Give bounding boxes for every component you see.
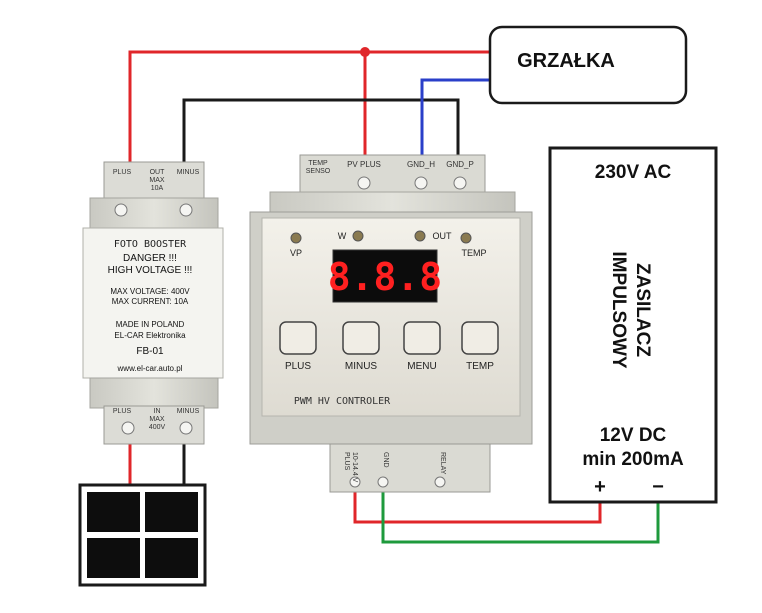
heater-label: GRZAŁKA bbox=[517, 50, 615, 72]
screw-icon bbox=[179, 421, 193, 435]
display-value: 8.8.8 bbox=[328, 255, 442, 299]
ctrl-top-terminal-gnd-p: GND_P bbox=[446, 160, 474, 169]
red-junction-dot bbox=[360, 47, 370, 57]
booster-maker: EL-CAR Elektronika bbox=[114, 331, 186, 340]
screw-icon bbox=[121, 421, 135, 435]
screw-icon bbox=[357, 176, 371, 190]
booster-bottom-terminal-minus: MINUS bbox=[177, 408, 200, 415]
supply-name-line2: IMPULSOWY bbox=[608, 251, 629, 368]
booster-max-current: MAX CURRENT: 10A bbox=[112, 297, 189, 306]
ctrl-bottom-terminal-gnd: GND bbox=[382, 452, 389, 468]
temp-button-label: TEMP bbox=[466, 361, 494, 372]
indicator-label-out: OUT bbox=[433, 231, 453, 241]
indicator-label-w: W bbox=[338, 231, 347, 241]
screw-icon bbox=[453, 176, 467, 190]
screw-icon bbox=[434, 476, 446, 488]
indicator-label-vp: VP bbox=[290, 248, 302, 258]
indicator-led bbox=[414, 230, 426, 242]
supply-input-label: 230V AC bbox=[595, 162, 672, 183]
controller-name: PWM HV CONTROLER bbox=[294, 396, 391, 407]
solar-cell bbox=[87, 492, 140, 532]
ctrl-bottom-terminal-supply: 10-14.4 VPLUS bbox=[343, 452, 358, 483]
booster-model: FB-01 bbox=[136, 346, 164, 357]
booster-warning1: DANGER !!! bbox=[123, 253, 177, 264]
booster-url: www.el-car.auto.pl bbox=[117, 364, 183, 373]
red-wire-top bbox=[128, 50, 490, 170]
plus-button bbox=[279, 321, 317, 355]
heater-box: GRZAŁKA bbox=[488, 25, 688, 105]
solar-cell bbox=[87, 538, 140, 578]
booster-warning2: HIGH VOLTAGE !!! bbox=[108, 265, 193, 276]
screw-icon bbox=[179, 203, 193, 217]
screw-icon bbox=[114, 203, 128, 217]
temp-button bbox=[461, 321, 499, 355]
indicator-led bbox=[352, 230, 364, 242]
supply-output-line1: 12V DC bbox=[600, 425, 667, 446]
booster-bottom-terminal-plus: PLUS bbox=[113, 408, 132, 415]
wires bbox=[128, 47, 660, 544]
indicator-label-temp: TEMP bbox=[461, 248, 486, 258]
seven-seg-display bbox=[332, 249, 438, 303]
minus-button-label: MINUS bbox=[345, 361, 378, 372]
booster-top-terminal-minus: MINUS bbox=[177, 169, 200, 176]
supply-output-line2: min 200mA bbox=[582, 449, 684, 470]
solar-panel bbox=[78, 483, 207, 587]
screw-icon bbox=[414, 176, 428, 190]
red-wire-supply bbox=[353, 490, 602, 524]
indicator-led bbox=[290, 232, 302, 244]
booster-title: FOTO BOOSTER bbox=[114, 239, 187, 250]
ctrl-bottom-terminal-relay: RELAY bbox=[439, 452, 446, 475]
supply-plus-label: + bbox=[594, 476, 606, 498]
solar-cell bbox=[145, 538, 198, 578]
booster-max-voltage: MAX VOLTAGE: 400V bbox=[110, 287, 190, 296]
menu-button-label: MENU bbox=[407, 361, 436, 372]
indicator-led bbox=[460, 232, 472, 244]
blue-wire bbox=[420, 78, 490, 160]
ctrl-top-terminal-gnd-h: GND_H bbox=[407, 160, 435, 169]
minus-button bbox=[342, 321, 380, 355]
solar-cell bbox=[145, 492, 198, 532]
booster-top-terminal-plus: PLUS bbox=[113, 169, 132, 176]
screw-icon bbox=[377, 476, 389, 488]
supply-minus-label: − bbox=[652, 476, 664, 498]
green-wire-supply bbox=[381, 490, 660, 544]
plus-button-label: PLUS bbox=[285, 361, 311, 372]
ctrl-top-terminal-pv-plus: PV PLUS bbox=[347, 160, 381, 169]
screw-icon bbox=[349, 476, 361, 488]
supply-name-line1: ZASILACZ bbox=[632, 263, 653, 357]
power-supply-box: 230V AC ZASILACZ IMPULSOWY 12V DC min 20… bbox=[548, 146, 718, 504]
menu-button bbox=[403, 321, 441, 355]
black-wire-top bbox=[182, 98, 460, 170]
booster-made-in: MADE IN POLAND bbox=[116, 320, 185, 329]
